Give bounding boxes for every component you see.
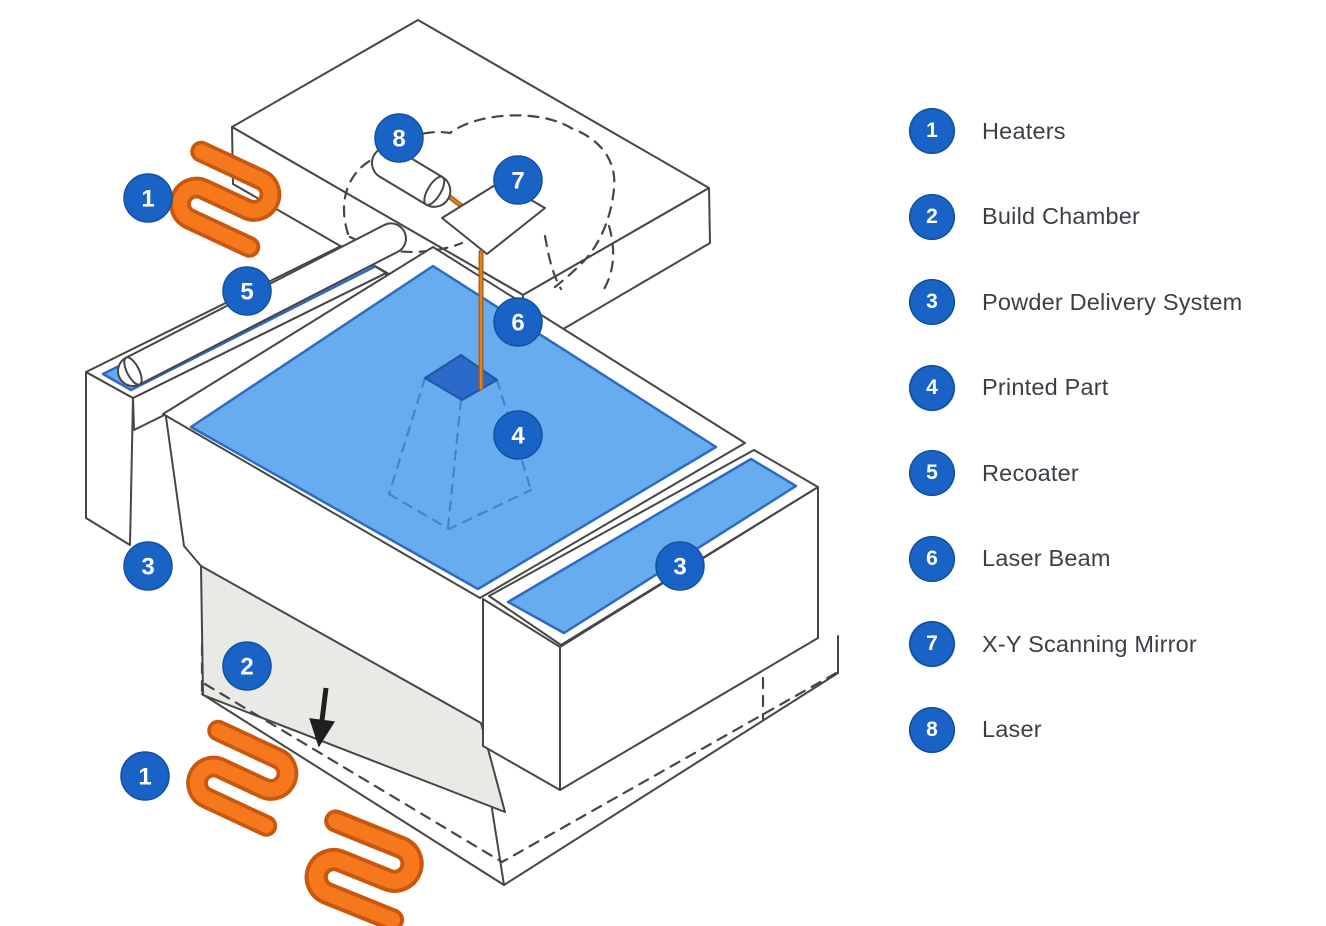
machine-body-front-edges: [165, 416, 505, 886]
callout-badge-4: 4: [493, 410, 543, 460]
legend-label: Printed Part: [982, 374, 1109, 400]
svg-text:6: 6: [511, 310, 524, 337]
svg-text:2: 2: [240, 654, 253, 681]
bed-box: [162, 246, 746, 599]
svg-text:8: 8: [392, 126, 405, 153]
legend-label: Heaters: [982, 117, 1066, 144]
legend-label: X-Y Scanning Mirror: [982, 630, 1197, 657]
powder-delivery-right: [482, 449, 819, 791]
legend-item: 6 Laser Beam: [909, 535, 1242, 582]
left-strip-side-face: [85, 371, 134, 546]
callout-badge-3: 3: [655, 541, 705, 591]
svg-text:1: 1: [141, 186, 154, 213]
callout-badge-7: 7: [493, 155, 543, 205]
legend-item: 8 Laser: [909, 706, 1242, 753]
legend-badge: 1: [909, 108, 955, 154]
callout-badges: 1 5 3 2 1 8 7 6 4 3: [120, 113, 705, 801]
callout-badge-6: 6: [493, 297, 543, 347]
svg-text:4: 4: [511, 423, 525, 450]
legend-label: Powder Delivery System: [982, 288, 1243, 315]
powder-bed: [189, 264, 718, 591]
legend-item: 4 Printed Part: [909, 364, 1242, 411]
legend-item: 2 Build Chamber: [909, 193, 1242, 240]
callout-badge-1: 1: [123, 173, 173, 223]
svg-text:3: 3: [141, 554, 154, 581]
legend-badge: 6: [909, 535, 955, 582]
legend-item: 7 X-Y Scanning Mirror: [909, 621, 1242, 667]
legend-badge: 5: [909, 450, 955, 496]
machine-body-right: [504, 634, 840, 885]
callout-badge-5: 5: [222, 266, 272, 316]
down-arrow: [309, 687, 336, 748]
svg-text:5: 5: [240, 279, 253, 306]
legend-label: Laser Beam: [982, 545, 1111, 571]
legend-badge: 3: [909, 279, 955, 325]
callout-badge-3: 3: [123, 541, 173, 591]
legend-item: 1 Heaters: [909, 108, 1242, 154]
piston-dashed-outline: [200, 643, 840, 864]
machine-body-right-edges: [503, 635, 839, 886]
callout-badge-8: 8: [374, 113, 424, 163]
legend-label: Build Chamber: [982, 203, 1141, 229]
right-strip-powder: [506, 457, 798, 635]
svg-text:7: 7: [511, 168, 524, 195]
printed-part-dashed-outline: [387, 376, 533, 531]
legend-label: Laser: [982, 716, 1042, 742]
laser-enclosure-dashed-lobe-inner: [543, 234, 563, 291]
callout-badge-2: 2: [222, 641, 272, 691]
callout-badge-1: 1: [120, 751, 170, 801]
legend-badge: 4: [909, 364, 955, 411]
laser-enclosure-dashed-lobe-outer: [599, 224, 615, 296]
heater-coil-bottom-center: [304, 809, 424, 926]
svg-text:3: 3: [673, 554, 686, 581]
heater-coil-top-left: [169, 140, 282, 258]
legend-item: 5 Recoater: [909, 450, 1242, 496]
legend-item: 3 Powder Delivery System: [909, 279, 1242, 325]
legend-label: Recoater: [982, 459, 1079, 486]
legend: 1 Heaters 2 Build Chamber 3 Powder Deliv…: [909, 108, 1242, 753]
svg-text:1: 1: [138, 764, 151, 791]
legend-badge: 7: [909, 621, 955, 667]
legend-badge: 2: [909, 193, 955, 240]
heater-coil-bottom-left: [186, 719, 299, 837]
legend-badge: 8: [909, 706, 955, 753]
